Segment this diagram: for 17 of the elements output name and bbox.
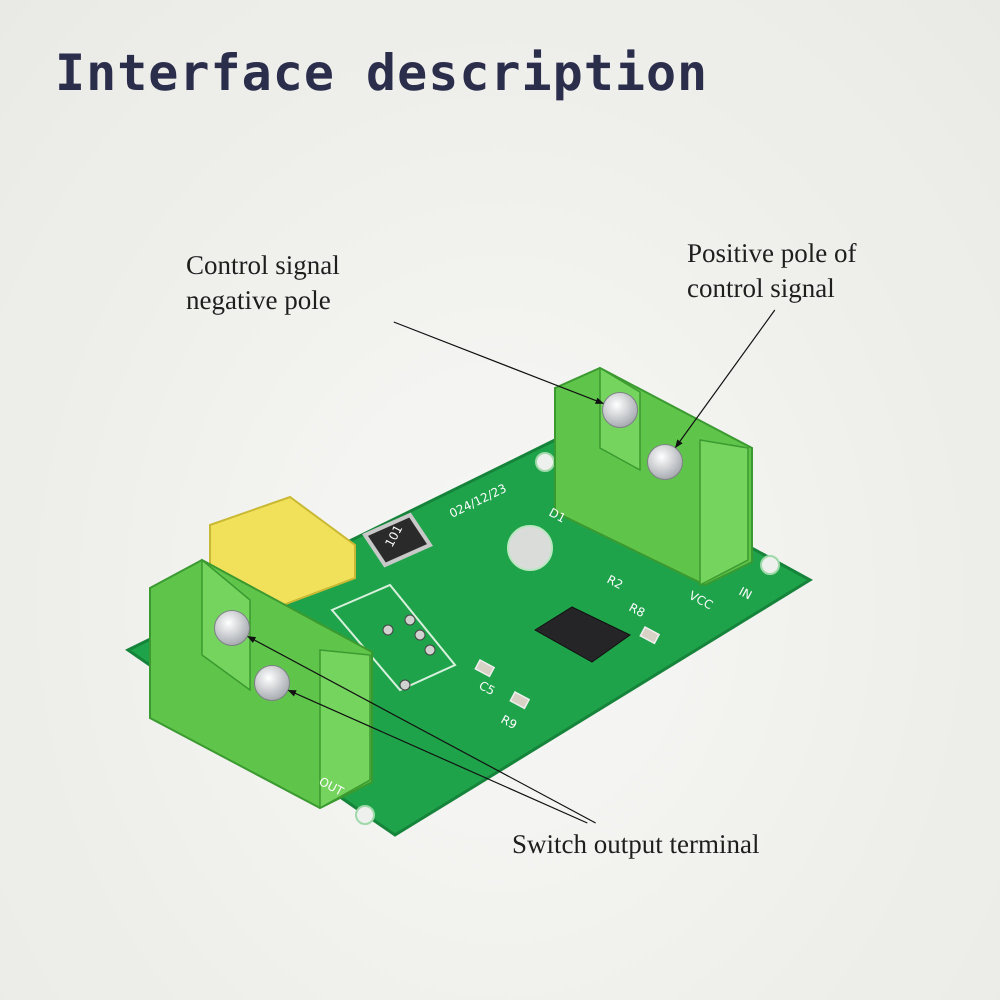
leader-line: [394, 321, 604, 404]
leader-line: [288, 690, 588, 824]
silkscreen-label: VCC: [686, 588, 716, 612]
leader-line: [675, 310, 776, 448]
silkscreen-label: C5: [476, 678, 498, 698]
silkscreen-label: R2: [604, 572, 626, 592]
callout-text: Positive pole of control signal: [687, 236, 919, 306]
callout-text: Control signal negative pole: [186, 248, 401, 318]
silkscreen-label: D1: [546, 505, 568, 526]
title: Interface description: [55, 44, 708, 102]
silkscreen-label: IN: [736, 584, 754, 603]
callout-text: Switch output terminal: [512, 827, 760, 862]
leader-line: [247, 636, 596, 824]
silkscreen-label: R8: [626, 600, 648, 620]
silkscreen-label: 101: [382, 522, 406, 550]
silkscreen-label: OUT: [316, 774, 346, 799]
silkscreen-label: R9: [498, 712, 520, 732]
